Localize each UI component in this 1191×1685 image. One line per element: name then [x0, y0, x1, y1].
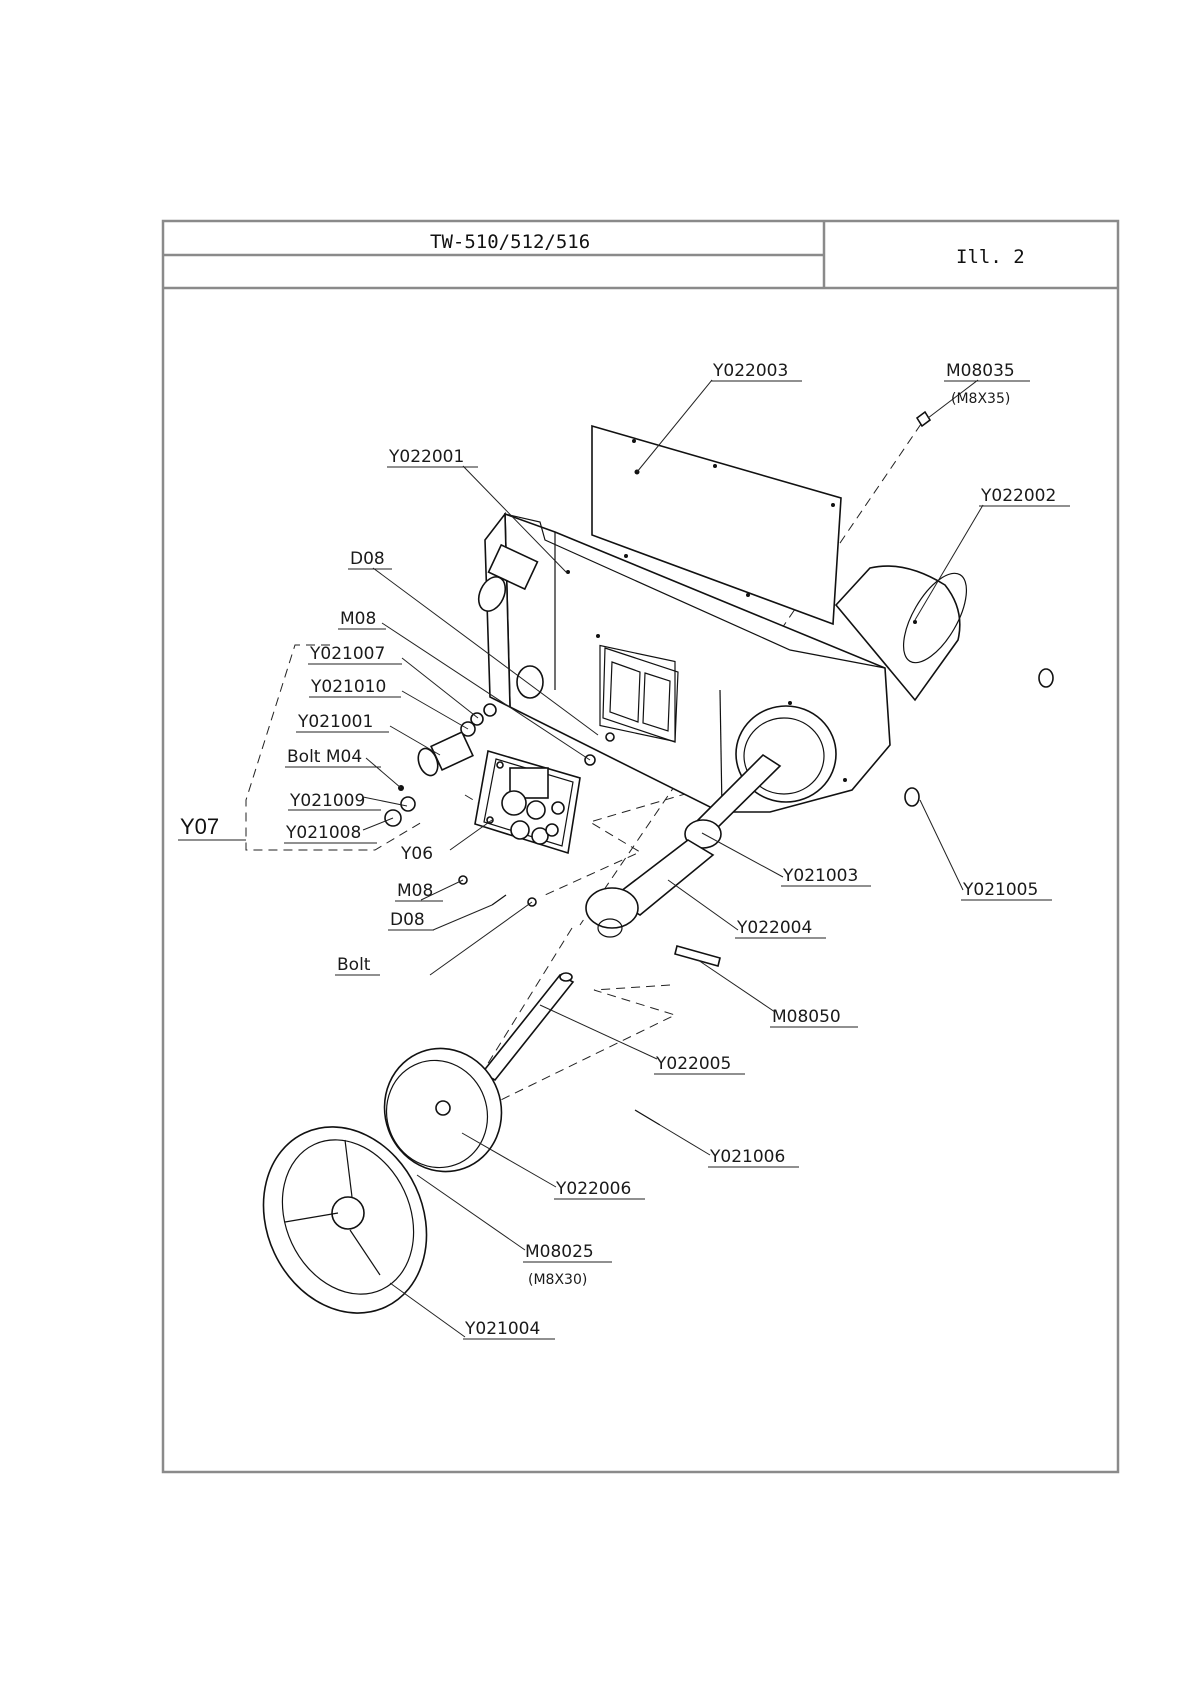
label-y021010: Y021010 — [310, 677, 386, 697]
label-m08050: M08050 — [772, 1007, 841, 1027]
label-y021008: Y021008 — [285, 823, 361, 843]
label-y022003: Y022003 — [712, 361, 788, 381]
label-y021005: Y021005 — [962, 880, 1038, 900]
label-y07: Y07 — [180, 814, 219, 839]
label-y021006: Y021006 — [709, 1147, 785, 1167]
label-y021003: Y021003 — [782, 866, 858, 886]
label-m08035-size: (M8X35) — [951, 391, 1010, 407]
label-y021007: Y021007 — [309, 644, 385, 664]
label-y021001: Y021001 — [297, 712, 373, 732]
label-y021004: Y021004 — [464, 1319, 540, 1339]
label-y022005: Y022005 — [655, 1054, 731, 1074]
label-y06: Y06 — [400, 844, 433, 864]
bolt-m08050 — [675, 946, 720, 966]
label-m08035: M08035 — [946, 361, 1015, 381]
label-y022004: Y022004 — [736, 918, 812, 938]
label-d08-low: D08 — [390, 910, 425, 930]
label-y022001: Y022001 — [388, 447, 464, 467]
label-y021009: Y021009 — [289, 791, 365, 811]
label-bolt: Bolt — [337, 955, 371, 975]
label-y022006: Y022006 — [555, 1179, 631, 1199]
cable-y021005 — [905, 669, 1091, 806]
model-title: TW-510/512/516 — [430, 231, 590, 253]
label-y022002: Y022002 — [980, 486, 1056, 506]
label-m08-top: M08 — [340, 609, 376, 629]
label-d08-top: D08 — [350, 549, 385, 569]
illustration-number: Ill. 2 — [956, 246, 1025, 268]
label-bolt-m04: Bolt M04 — [287, 747, 362, 767]
shaft-y022005 — [482, 973, 573, 1080]
label-m08025-size: (M8X30) — [528, 1272, 587, 1288]
label-m08025: M08025 — [525, 1242, 594, 1262]
control-panel-y06 — [475, 751, 580, 853]
label-m08-low: M08 — [397, 881, 433, 901]
